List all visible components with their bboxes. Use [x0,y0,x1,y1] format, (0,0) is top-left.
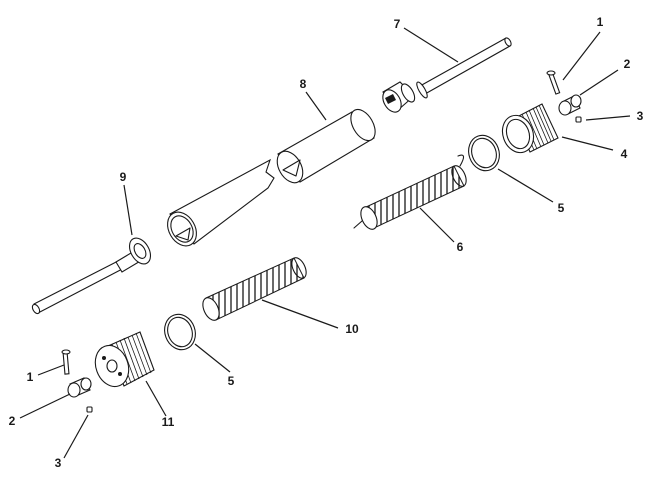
part-3-nut-right [575,116,582,123]
part-4-threaded-cone [501,103,559,154]
part-6-spring [353,154,467,230]
callout-6: 6 [457,240,464,254]
callout-10: 10 [345,322,359,336]
callout-9: 9 [120,170,127,184]
callout-5-right: 5 [558,201,565,215]
part-8-tube-top [276,108,376,184]
callout-labels: 1 2 3 4 5 6 7 8 9 1 2 3 5 10 11 [9,15,644,470]
callout-3-right: 3 [637,109,644,123]
callout-8: 8 [300,77,307,91]
callout-1-left: 1 [27,370,34,384]
callout-1-right: 1 [597,15,604,29]
part-1-pin-right [546,70,561,95]
callout-4: 4 [621,147,628,161]
part-2-bushing-left [67,377,92,398]
part-1-pin-left [61,349,71,375]
part-11-threaded-cone [94,331,155,388]
part-8-tube-bottom [167,158,275,247]
callout-7: 7 [394,17,401,31]
callout-5-left: 5 [228,374,235,388]
callout-2-left: 2 [9,414,16,428]
part-7-shaft [382,37,512,113]
leader-lines [19,27,631,459]
part-10-spring [202,257,307,321]
part-9-shaft [31,237,152,315]
callout-11: 11 [162,415,175,429]
part-5-ring-right [468,134,500,172]
part-5-ring-left [164,313,196,351]
callout-2-right: 2 [624,57,631,71]
part-3-nut-left [86,406,93,413]
part-2-bushing-right [558,94,582,116]
callout-3-left: 3 [55,456,62,470]
